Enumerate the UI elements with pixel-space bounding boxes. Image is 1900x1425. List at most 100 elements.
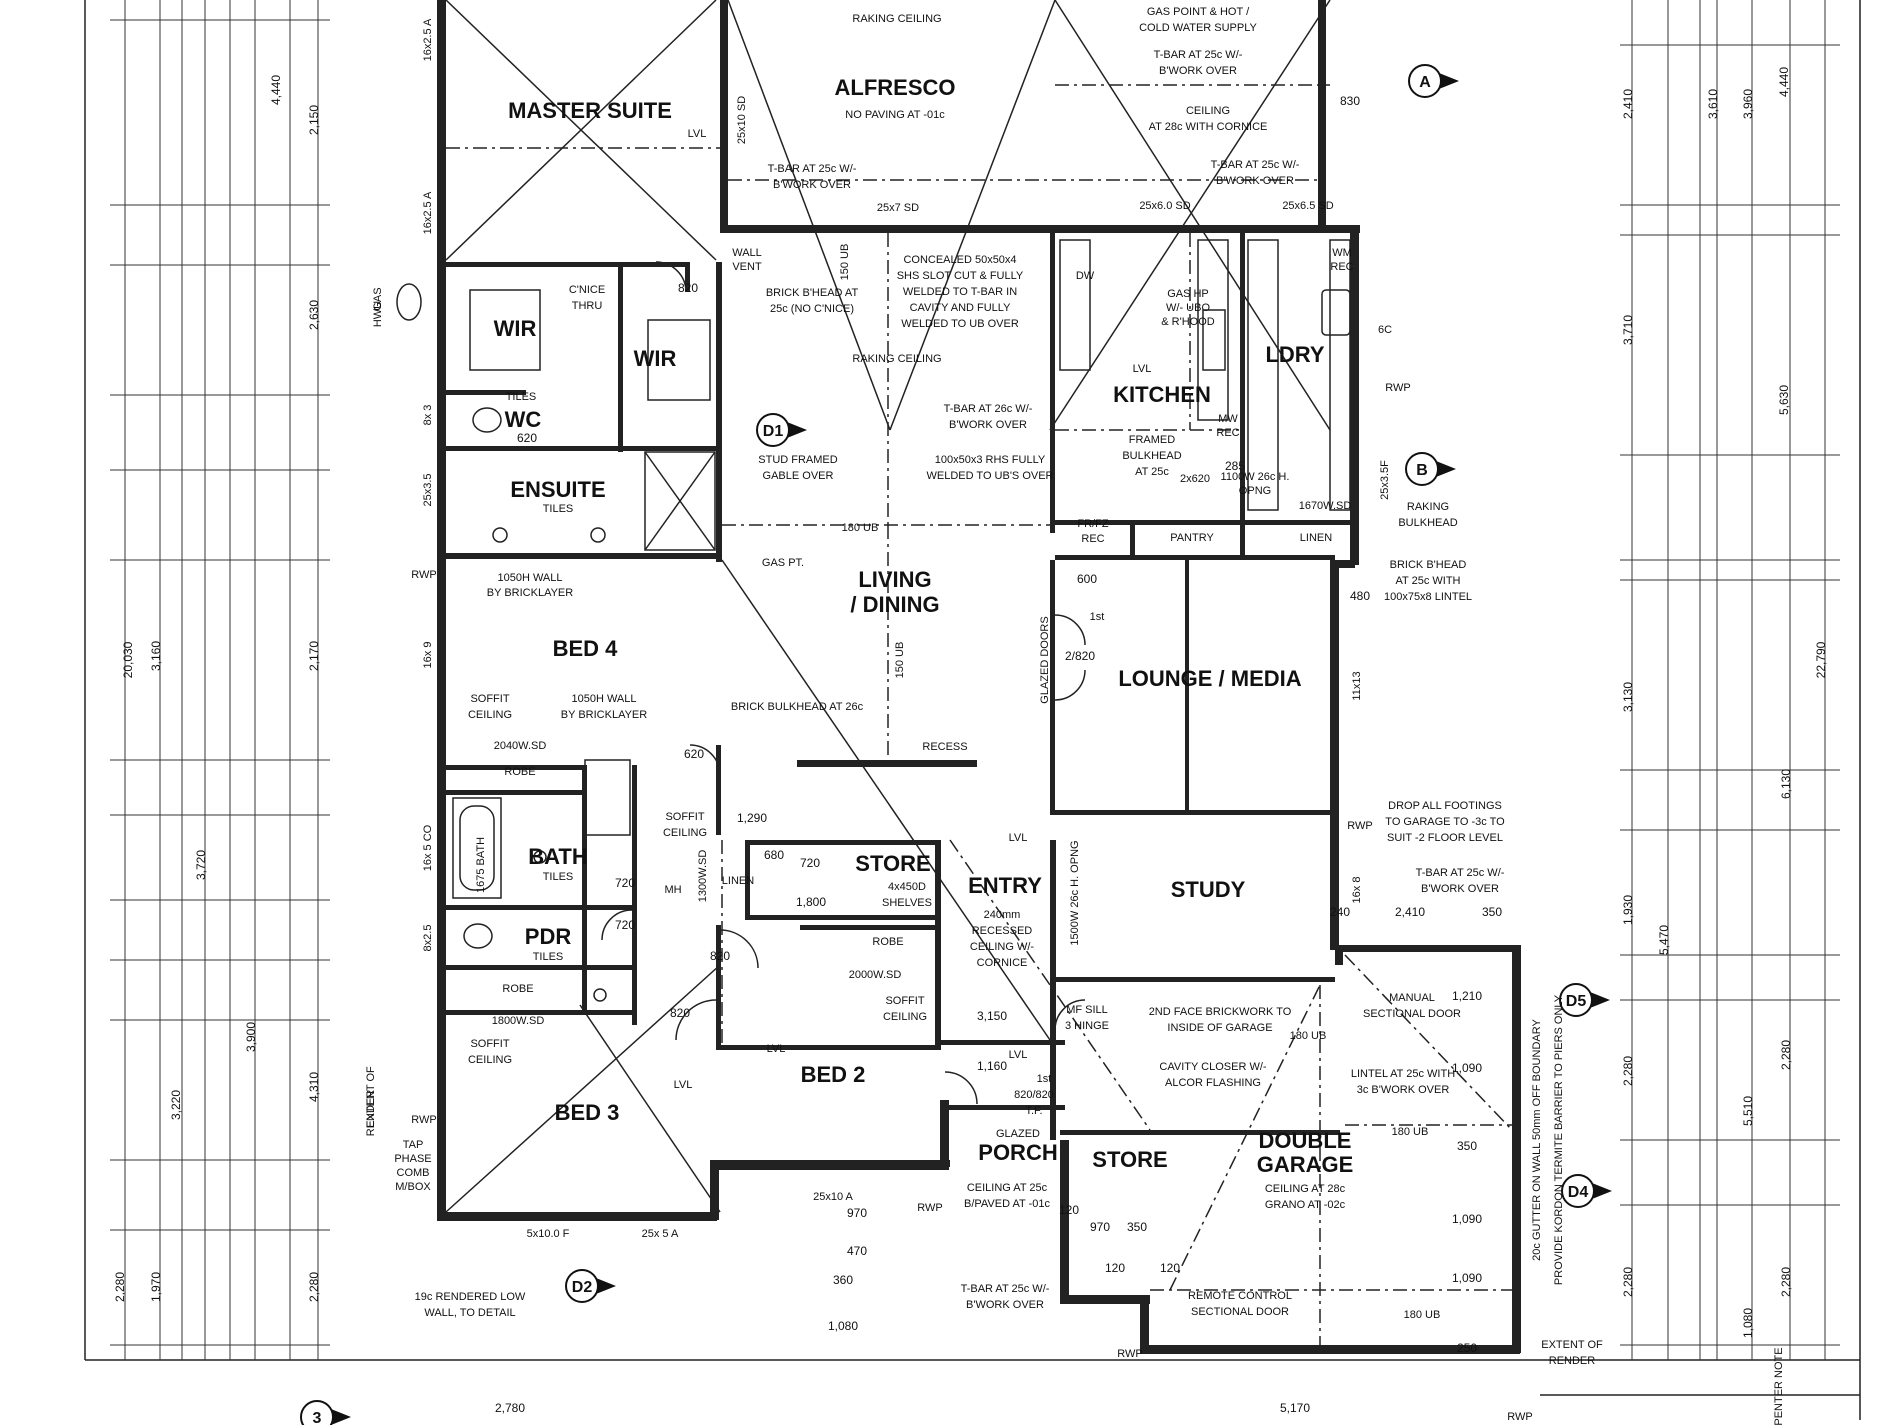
dimension-62: 3,160 bbox=[149, 641, 163, 671]
note-18: 25c (NO C'NICE) bbox=[770, 303, 854, 315]
callout-d5: D5 bbox=[1559, 983, 1610, 1017]
note-109: 5x10.0 F bbox=[527, 1228, 570, 1240]
room-label-bath: BATH bbox=[528, 844, 587, 869]
note-55: AT 25c WITH bbox=[1396, 575, 1461, 587]
note-121: PROVIDE KORDON TERMITE BARRIER TO PIERS … bbox=[1553, 994, 1565, 1285]
note-70: 4x450D bbox=[888, 881, 926, 893]
callout-label-d5: D5 bbox=[1566, 993, 1587, 1010]
note-4: B'WORK OVER bbox=[1159, 65, 1237, 77]
small-labels: LVLLVLLVLLVLLVLLVLDWWMRECMWRECMHLINENRWP… bbox=[411, 18, 1532, 1423]
dimension-28: 970 bbox=[1090, 1220, 1110, 1234]
note-96: LINTEL AT 25c WITH bbox=[1351, 1068, 1455, 1080]
callout-label-d2: D2 bbox=[572, 1279, 593, 1296]
note-77: T-BAR AT 25c W/- bbox=[1416, 867, 1505, 879]
note-73: 240mm bbox=[984, 909, 1021, 921]
fixtures bbox=[396, 239, 1351, 1002]
label-3: LVL bbox=[767, 1043, 786, 1055]
note-53: BY BRICKLAYER bbox=[487, 587, 573, 599]
basin-robe bbox=[593, 988, 607, 1002]
room-label-bed-3: BED 3 bbox=[555, 1100, 620, 1125]
dimension-42: 3,610 bbox=[1706, 89, 1720, 119]
dimension-59: 2,280 bbox=[307, 1272, 321, 1302]
dimension-21: 1,210 bbox=[1452, 989, 1482, 1003]
note-29: THRU bbox=[572, 300, 603, 312]
note-120: 20c GUTTER ON WALL 50mm OFF BOUNDARY bbox=[1531, 1019, 1543, 1261]
note-3: T-BAR AT 25c W/- bbox=[1154, 49, 1243, 61]
callout-label-d1: D1 bbox=[763, 423, 784, 440]
callout-3: 3 bbox=[300, 1400, 351, 1425]
dimension-35: 1,080 bbox=[828, 1319, 858, 1333]
note-50: REC bbox=[1081, 533, 1104, 545]
note-101: CEILING AT 25c bbox=[967, 1182, 1048, 1194]
dimension-22: 1,090 bbox=[1452, 1061, 1482, 1075]
note-92: SOFFIT bbox=[470, 1038, 509, 1050]
dimension-8: 1,290 bbox=[737, 811, 767, 825]
basin-2 bbox=[590, 527, 606, 543]
note-119: RENDER bbox=[1549, 1355, 1596, 1367]
label-33: 180 UB bbox=[1290, 1030, 1327, 1042]
dimension-27: 120 bbox=[1059, 1203, 1079, 1217]
label-20: 1st bbox=[1090, 611, 1105, 623]
note-66: TO GARAGE TO -3c TO bbox=[1385, 816, 1505, 828]
room-label-living-2: / DINING bbox=[850, 592, 939, 617]
note-94: CAVITY CLOSER W/- bbox=[1159, 1061, 1267, 1073]
dimension-1: 820 bbox=[678, 281, 698, 295]
wir-1-shelves bbox=[469, 289, 541, 371]
note-91: 3 HINGE bbox=[1065, 1020, 1109, 1032]
note-11: B'WORK OVER bbox=[1216, 175, 1294, 187]
dimension-3: 285 bbox=[1225, 459, 1245, 473]
dimension-43: 2,410 bbox=[1621, 89, 1635, 119]
note-76: CORNICE bbox=[977, 957, 1028, 969]
label-13: RWP bbox=[1385, 382, 1410, 394]
dimension-34: 360 bbox=[833, 1273, 853, 1287]
dimension-66: 2,780 bbox=[495, 1401, 525, 1415]
drawing-border bbox=[84, 0, 1861, 1420]
gas-hwu-unit bbox=[396, 283, 422, 321]
note-61: BRICK BULKHEAD AT 26c bbox=[731, 701, 864, 713]
note-67: SUIT -2 FLOOR LEVEL bbox=[1387, 832, 1503, 844]
label-41: 25x3.5 bbox=[422, 473, 434, 506]
dimension-6: 2/820 bbox=[1065, 649, 1095, 663]
note-117: SECTIONAL DOOR bbox=[1191, 1306, 1289, 1318]
room-label-study: STUDY bbox=[1171, 877, 1246, 902]
note-62: RECESS bbox=[922, 741, 967, 753]
note-36: 100x50x3 RHS FULLY bbox=[935, 454, 1046, 466]
note-25: GAS HP bbox=[1167, 288, 1209, 300]
dimension-40: 4,440 bbox=[1777, 67, 1791, 97]
note-83: 1800W.SD bbox=[492, 1015, 545, 1027]
label-7: WM bbox=[1332, 247, 1352, 259]
label-31: 150 UB bbox=[894, 642, 906, 679]
dimension-17: 1,160 bbox=[977, 1059, 1007, 1073]
note-5: CEILING bbox=[1186, 105, 1230, 117]
note-64: ROBE bbox=[504, 766, 535, 778]
note-54: BRICK B'HEAD bbox=[1390, 559, 1467, 571]
label-44: 8x2.5 bbox=[422, 925, 434, 952]
note-12: 25x7 SD bbox=[877, 202, 919, 214]
note-20: SHS SLOT CUT & FULLY bbox=[897, 270, 1024, 282]
shower-ensuite bbox=[644, 451, 716, 551]
label-34: 180 UB bbox=[1392, 1126, 1429, 1138]
kitchen-bench-right bbox=[1197, 239, 1229, 421]
laundry-trough bbox=[1321, 289, 1351, 336]
note-7: NO PAVING AT -01c bbox=[845, 109, 945, 121]
note-43: RAKING bbox=[1407, 501, 1449, 513]
room-label-master-suite: MASTER SUITE bbox=[508, 98, 672, 123]
label-46: 16x 8 bbox=[1351, 877, 1363, 904]
dimension-10: 720 bbox=[800, 856, 820, 870]
note-15: WALL bbox=[732, 247, 762, 259]
note-32: T-BAR AT 26c W/- bbox=[944, 403, 1033, 415]
note-22: CAVITY AND FULLY bbox=[910, 302, 1012, 314]
label-24: GLAZED DOORS bbox=[1039, 616, 1051, 703]
note-111: 25x10 A bbox=[813, 1191, 853, 1203]
note-113: WALL, TO DETAIL bbox=[424, 1307, 515, 1319]
label-6: DW bbox=[1076, 270, 1095, 282]
note-26: W/- UBO bbox=[1166, 302, 1210, 314]
note-42: OPNG bbox=[1239, 485, 1271, 497]
room-label-alfresco: ALFRESCO bbox=[835, 75, 956, 100]
dimension-44: 3,710 bbox=[1621, 315, 1635, 345]
label-4: LVL bbox=[674, 1079, 693, 1091]
label-5: LVL bbox=[1009, 1049, 1028, 1061]
note-19: CONCEALED 50x50x4 bbox=[903, 254, 1016, 266]
label-1: LVL bbox=[1133, 363, 1152, 375]
